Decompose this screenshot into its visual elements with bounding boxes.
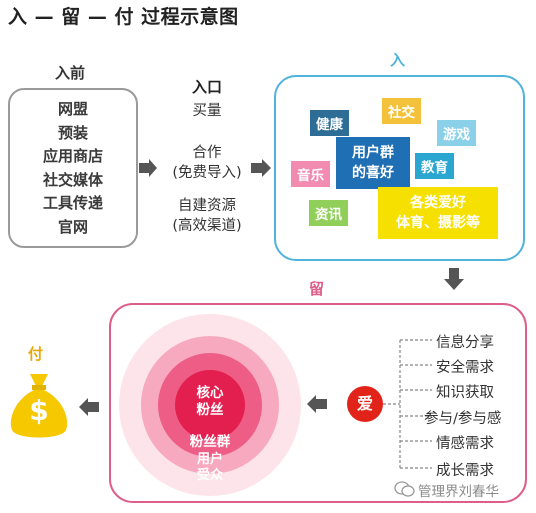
tag-education: 教育 — [415, 153, 454, 179]
money-bag-icon — [10, 374, 68, 438]
source-item: 官网 — [57, 217, 88, 236]
sources-heading: 入前 — [55, 64, 86, 82]
need-item: 参与/参与感 — [424, 411, 502, 427]
tag-health: 健康 — [310, 110, 349, 136]
source-item: 工具传递 — [42, 194, 103, 212]
watermark-text: 管理界刘春华 — [418, 484, 499, 500]
stage-entry-label: 入 — [390, 51, 406, 69]
user-preference-center: 用户群 的喜好 — [336, 137, 410, 189]
tag-hobbies: 各类爱好 体育、摄影等 — [378, 187, 498, 239]
retain-stage-box — [109, 303, 527, 503]
arrow-left-icon — [79, 398, 99, 416]
source-item: 社交媒体 — [42, 170, 103, 189]
needs-bracket — [383, 339, 432, 469]
core-fans-label: 核心 粉丝 — [196, 385, 224, 418]
ring-core-fans — [175, 370, 245, 440]
dollar-symbol: $ — [29, 394, 49, 427]
need-item: 安全需求 — [436, 360, 494, 376]
need-item: 信息分享 — [436, 335, 494, 351]
love-badge: 爱 — [347, 386, 383, 422]
need-item: 情感需求 — [436, 436, 494, 452]
entry-stage-box — [274, 75, 525, 261]
stage-pay-label: 付 — [28, 345, 44, 363]
source-item: 预装 — [57, 123, 88, 142]
arrow-right-icon — [139, 159, 157, 177]
tag-news: 资讯 — [309, 200, 348, 226]
fan-group-label: 粉丝群 — [189, 434, 231, 450]
audience-label: 用户 受众 — [196, 452, 223, 483]
entry-item-buy: 买量 — [192, 103, 222, 119]
wechat-icon — [394, 481, 415, 497]
diagram-title: 入 — 留 — 付 过程示意图 — [8, 6, 239, 28]
sources-list: 网盟 预装 应用商店 社交媒体 工具传递 官网 — [8, 98, 138, 239]
entry-item-coop: 合作 (免费导入) — [172, 145, 242, 181]
tag-music: 音乐 — [291, 161, 330, 187]
tag-social: 社交 — [382, 98, 421, 124]
arrow-right-icon — [251, 159, 271, 177]
entry-heading: 入口 — [191, 78, 222, 96]
entry-item-own: 自建资源 (高效渠道) — [172, 198, 242, 234]
need-item: 知识获取 — [436, 385, 494, 401]
arrow-down-icon — [444, 268, 464, 290]
need-item: 成长需求 — [436, 463, 494, 479]
stage-retain-label: 留 — [309, 280, 325, 298]
arrow-left-icon — [307, 395, 327, 413]
sources-box — [8, 88, 138, 248]
source-item: 应用商店 — [42, 147, 103, 165]
tag-game: 游戏 — [437, 120, 476, 146]
source-item: 网盟 — [57, 100, 88, 118]
